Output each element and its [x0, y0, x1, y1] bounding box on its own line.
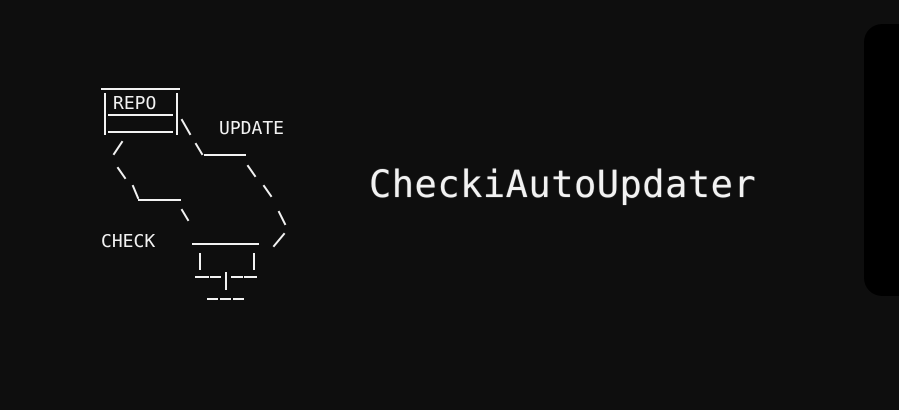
update-label: UPDATE [219, 118, 284, 139]
repo-label: REPO [113, 93, 156, 114]
app-title: CheckiAutoUpdater [369, 163, 757, 206]
ascii-cycle-logo: REPO UPDATE CHECK [101, 88, 287, 300]
check-label: CHECK [101, 231, 155, 252]
side-panel [864, 24, 899, 296]
